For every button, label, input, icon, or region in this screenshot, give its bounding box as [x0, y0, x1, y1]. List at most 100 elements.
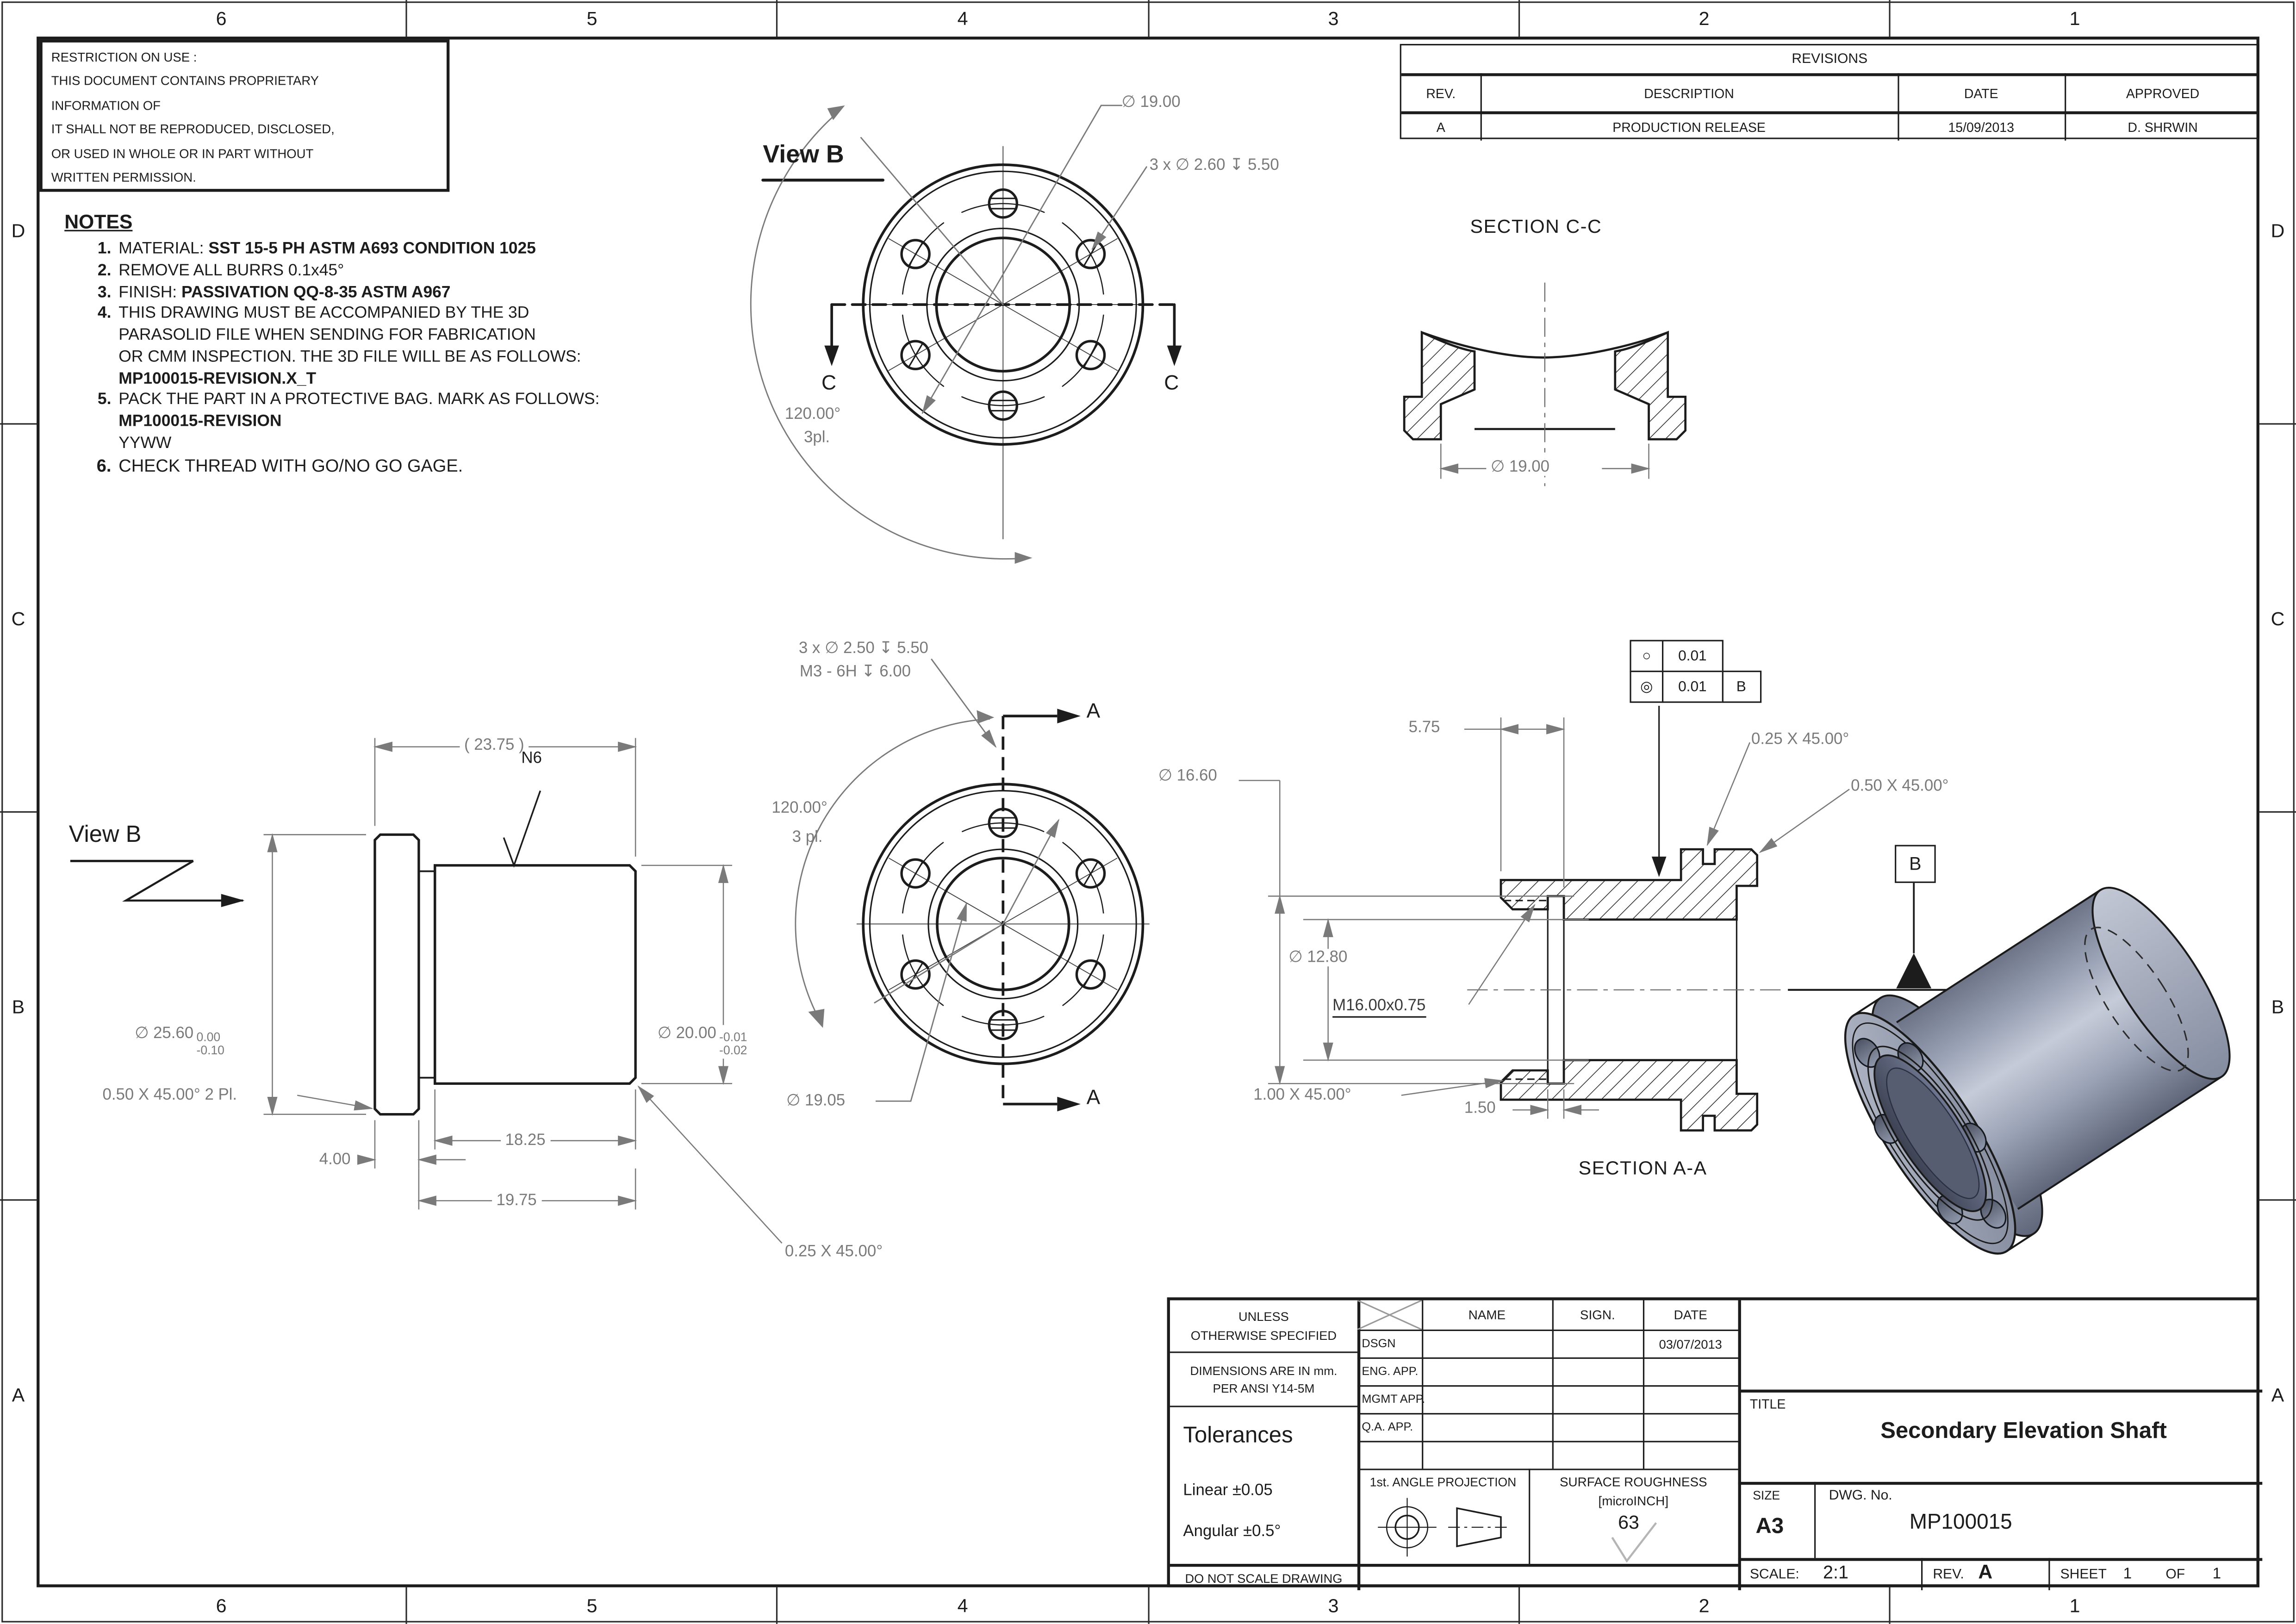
- dim-chamfer-025-side: 0.25 X 45.00°: [784, 1243, 883, 1261]
- dim-dia-19-top: ∅ 19.00: [1121, 93, 1181, 112]
- side-profile-view: [70, 738, 783, 1244]
- revisions-table: REVISIONS REV. DESCRIPTION DATE APPROVED…: [1400, 44, 2259, 141]
- tb-tolerances-title: Tolerances: [1183, 1423, 1293, 1449]
- dim-len-400: 4.00: [319, 1151, 351, 1169]
- front-circular-view: [795, 658, 1150, 1112]
- section-a-label-top: A: [1086, 698, 1101, 722]
- tb-row-eng-app: ENG. APP.: [1362, 1364, 1419, 1378]
- revisions-title: REVISIONS: [1792, 51, 1868, 68]
- dia-2000-tol-hi: -0.01: [719, 1029, 747, 1044]
- dim-dia-1660: ∅ 16.60: [1158, 767, 1217, 785]
- zone-left-B: B: [0, 813, 37, 1201]
- note-item-1: 1. MATERIAL: SST 15-5 PH ASTM A693 CONDI…: [97, 240, 536, 258]
- section-aa-title: SECTION A-A: [1578, 1157, 1707, 1179]
- zone-top-1: 1: [2069, 7, 2080, 30]
- drawing-frame: [37, 37, 2259, 1587]
- tb-projection-label: 1st. ANGLE PROJECTION: [1369, 1475, 1517, 1489]
- tb-rev-label: REV.: [1933, 1567, 1964, 1583]
- notes-title: NOTES: [64, 211, 133, 233]
- zone-strip-top: 6 5 4 3 2 1: [37, 0, 2259, 37]
- zone-bottom-5: 5: [407, 1587, 778, 1624]
- tb-scale-label: SCALE:: [1749, 1567, 1799, 1583]
- revision-row-description: PRODUCTION RELEASE: [1612, 119, 1766, 134]
- tb-tolerance-angular: Angular ±0.5°: [1183, 1523, 1281, 1541]
- section-c-label-left: C: [821, 370, 836, 394]
- dia-2560-tol-hi: 0.00: [196, 1029, 221, 1044]
- drawing-number: MP100015: [1909, 1511, 2012, 1535]
- fcf-circularity: ○ 0.01: [1630, 640, 1724, 672]
- tb-sheet-label: SHEET: [2060, 1567, 2107, 1583]
- view-b-side-title: View B: [68, 823, 142, 848]
- tb-roughness-unit: [microINCH]: [1598, 1493, 1669, 1508]
- restriction-line6: WRITTEN PERMISSION.: [51, 170, 196, 185]
- zone-top-5: 5: [407, 0, 778, 37]
- drawing-scale: 2:1: [1823, 1562, 1849, 1583]
- zone-left-D: D: [0, 37, 37, 425]
- zone-top-6: 6: [37, 0, 408, 37]
- dim-dia-1280: ∅ 12.80: [1284, 949, 1352, 967]
- view-b-circular: [750, 105, 1182, 564]
- zone-bottom-1: 1: [2069, 1594, 2080, 1617]
- dim-angle-120-front-places: 3 pl.: [792, 828, 823, 846]
- dim-holes-260: 3 x ∅ 2.60 ↧ 5.50: [1149, 156, 1279, 174]
- zone-top-4: 4: [778, 0, 1149, 37]
- restriction-line2: THIS DOCUMENT CONTAINS PROPRIETARY: [51, 74, 319, 89]
- restriction-line1: RESTRICTION ON USE :: [51, 50, 197, 65]
- dim-len-2375: ( 23.75 ): [460, 736, 529, 754]
- tb-size-label: SIZE: [1753, 1487, 1780, 1503]
- note-item-6: 6.CHECK THREAD WITH GO/NO GO GAGE.: [96, 455, 463, 476]
- zone-top-3: 3: [1149, 0, 1520, 37]
- note-item-5: 5. PACK THE PART IN A PROTECTIVE BAG. MA…: [97, 392, 600, 453]
- tb-header-sign: SIGN.: [1580, 1307, 1615, 1323]
- sheet-total: 1: [2212, 1565, 2221, 1583]
- dim-chamfer-025-aa: 0.25 X 45.00°: [1751, 730, 1849, 748]
- section-cc-view: [1403, 282, 1687, 486]
- crossed-box-icon: [1357, 1300, 1422, 1330]
- iso-3d-view: [1844, 887, 2231, 1255]
- sheet-number: 1: [2123, 1565, 2132, 1583]
- zone-right-D: D: [2259, 37, 2296, 425]
- note-item-4: 4. THIS DRAWING MUST BE ACCOMPANIED BY T…: [97, 305, 581, 388]
- note-item-3: 3. FINISH: PASSIVATION QQ-8-35 ASTM A967: [97, 283, 451, 301]
- tb-roughness-value: 63: [1618, 1511, 1639, 1533]
- zone-left-C: C: [0, 425, 37, 813]
- zone-bottom-4: 4: [778, 1587, 1149, 1624]
- zone-right-A: A: [2271, 1383, 2284, 1405]
- dim-angle-120-front: 120.00°: [772, 799, 828, 817]
- dim-groove-150: 1.50: [1464, 1100, 1496, 1118]
- note-item-2: 2.REMOVE ALL BURRS 0.1x45°: [97, 261, 344, 280]
- tb-dimensions-mm: DIMENSIONS ARE IN mm.PER ANSI Y14-5M: [1190, 1363, 1338, 1396]
- dim-holes-250: 3 x ∅ 2.50 ↧ 5.50: [798, 640, 928, 658]
- sheet-size: A3: [1755, 1514, 1784, 1539]
- dim-chamfer-050-2pl: 0.50 X 45.00° 2 Pl.: [102, 1086, 237, 1104]
- fcf-concentricity-datum: B: [1721, 671, 1761, 703]
- dia-2000-value: ∅ 20.00: [657, 1025, 716, 1043]
- zone-bottom-3: 3: [1149, 1587, 1520, 1624]
- section-aa-view: [1238, 705, 1948, 1132]
- dim-chamfer-050-aa: 0.50 X 45.00°: [1851, 778, 1949, 795]
- revisions-header-approved: APPROVED: [2126, 86, 2200, 101]
- dim-dia-19-cc: ∅ 19.00: [1486, 458, 1554, 476]
- tb-header-date: DATE: [1674, 1307, 1707, 1323]
- dim-len-1825: 18.25: [501, 1132, 550, 1150]
- part-title: Secondary Elevation Shaft: [1880, 1419, 2167, 1444]
- surface-finish-n6: N6: [521, 749, 542, 767]
- dim-depth-575: 5.75: [1408, 719, 1440, 737]
- zone-strip-bottom: 6 5 4 3 2 1: [37, 1587, 2259, 1624]
- tb-do-not-scale: DO NOT SCALE DRAWING: [1185, 1571, 1343, 1586]
- revision-row-date: 15/09/2013: [1948, 119, 2014, 134]
- revisions-header-date: DATE: [1964, 86, 1998, 101]
- fcf-concentricity: ◎ 0.01 B: [1630, 671, 1761, 703]
- drawing-rev: A: [1978, 1561, 1993, 1583]
- zone-right-C: C: [2259, 425, 2296, 813]
- tb-dsgn-date: 03/07/2013: [1659, 1336, 1722, 1351]
- dim-thread-m16: M16.00x0.75: [1332, 997, 1426, 1018]
- notes-block: NOTES 1. MATERIAL: SST 15-5 PH ASTM A693…: [64, 211, 767, 479]
- dim-angle-120-top-places: 3pl.: [803, 429, 830, 447]
- dia-2000-tol-lo: -0.02: [719, 1043, 747, 1058]
- revision-row-rev: A: [1436, 119, 1445, 134]
